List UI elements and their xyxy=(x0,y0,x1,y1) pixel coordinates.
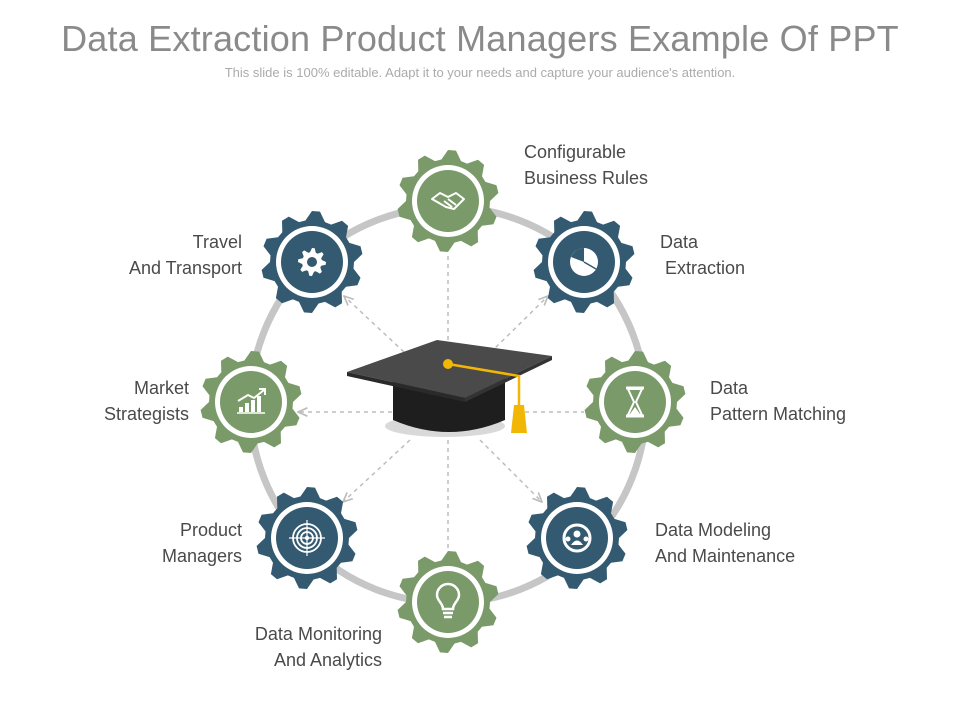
gear-node-modeling xyxy=(526,487,628,589)
lightbulb-icon xyxy=(435,582,461,619)
label-data-pattern-matching: Data Pattern Matching xyxy=(710,378,847,424)
slide-subtitle: This slide is 100% editable. Adapt it to… xyxy=(224,65,736,80)
gear-node-monitoring xyxy=(397,551,499,653)
gear-node-pattern xyxy=(584,351,686,453)
people-cycle-icon xyxy=(562,523,592,553)
gear-node-travel xyxy=(261,211,363,313)
gear-node-rules xyxy=(397,150,499,252)
label-travel-transport: Travel And Transport xyxy=(128,232,242,278)
label-market-strategists: Market Strategists xyxy=(103,378,189,424)
gear-icon xyxy=(298,248,326,276)
gear-node-managers xyxy=(256,487,358,589)
hourglass-icon xyxy=(626,386,644,418)
connector-lines xyxy=(298,252,584,552)
label-data-monitoring: Data Monitoring And Analytics xyxy=(254,624,382,670)
gear-node-extraction xyxy=(533,211,635,313)
growth-chart-icon xyxy=(237,388,266,414)
gear-node-market xyxy=(200,351,302,453)
handshake-icon xyxy=(431,192,465,210)
graduation-cap-icon xyxy=(347,340,552,437)
label-data-extraction: Data Extraction xyxy=(660,232,746,278)
label-configurable-business-rules: Configurable Business Rules xyxy=(524,142,649,188)
label-product-managers: Product Managers xyxy=(161,520,242,566)
pie-chart-icon xyxy=(570,248,598,276)
slide-title: Data Extraction Product Managers Example… xyxy=(61,18,899,59)
label-data-modeling: Data Modeling And Maintenance xyxy=(655,520,796,566)
target-icon xyxy=(289,520,325,556)
